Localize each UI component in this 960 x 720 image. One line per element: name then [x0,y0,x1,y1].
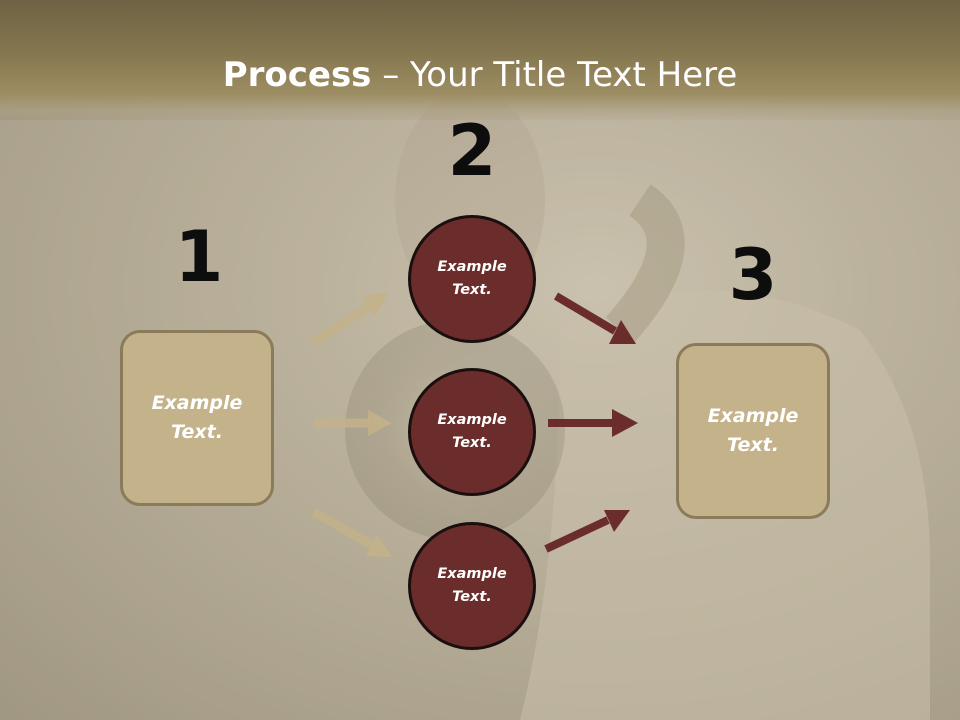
circle-middle-label: Example Text. [437,412,507,451]
arrow-out-top [553,292,636,344]
step-1-label: Example Text. [151,392,243,443]
step-number-2: 2 [447,110,497,192]
arrow-in-middle [314,410,392,436]
step-2-circle-bottom[interactable]: Example Text. [408,522,536,650]
title-rest: – Your Title Text Here [371,55,738,95]
arrow-in-bottom [311,508,392,557]
step-number-1: 1 [174,216,224,298]
title-bold: Process [222,55,372,95]
arrow-in-top [309,292,388,347]
step-3-label: Example Text. [707,405,799,456]
step-3-box[interactable]: Example Text. [676,343,830,519]
step-1-box[interactable]: Example Text. [120,330,274,506]
step-number-3: 3 [728,234,778,316]
arrow-out-bottom [544,510,630,553]
title-band [0,0,960,120]
step-2-circle-middle[interactable]: Example Text. [408,368,536,496]
slide-title: Process – Your Title Text Here [0,54,960,96]
circle-top-label: Example Text. [437,259,507,298]
circle-bottom-label: Example Text. [437,566,507,605]
step-2-circle-top[interactable]: Example Text. [408,215,536,343]
arrow-out-middle [548,409,638,437]
